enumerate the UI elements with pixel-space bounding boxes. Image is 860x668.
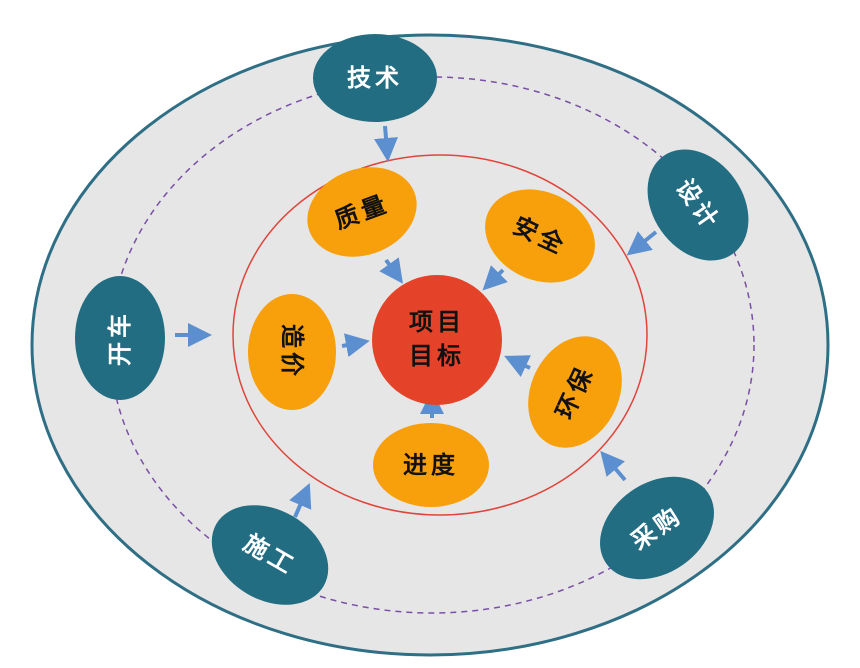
- svg-text:开车: 开车: [106, 310, 134, 366]
- arrow-cost: [341, 333, 370, 358]
- node-cost: 造价: [248, 294, 336, 410]
- arrow-technology: [374, 125, 398, 162]
- svg-text:项目: 项目: [409, 308, 465, 336]
- svg-text:技术: 技术: [347, 64, 403, 92]
- arrow-construction: [289, 482, 312, 518]
- arrows: [175, 125, 658, 518]
- arrow-design: [626, 230, 658, 256]
- inner-red-ring: [232, 154, 648, 516]
- node-procurement: 采购: [600, 476, 714, 580]
- node-design: 设计: [647, 149, 749, 261]
- arrow-procurement: [600, 450, 627, 482]
- node-startup: 开车: [75, 276, 165, 400]
- node-technology: 技术: [313, 34, 437, 122]
- arrow-environment: [504, 355, 531, 377]
- node-schedule: 进度: [373, 423, 489, 507]
- svg-text:造价: 造价: [278, 324, 306, 380]
- center-goal: 项目 目标: [372, 275, 502, 405]
- svg-text:目标: 目标: [409, 342, 465, 370]
- node-environment: 环保: [528, 336, 622, 448]
- node-safety: 安全: [485, 189, 595, 283]
- node-quality: 质量: [307, 167, 417, 257]
- svg-text:进度: 进度: [403, 451, 459, 479]
- node-construction: 施工: [211, 505, 329, 605]
- arrow-safety: [482, 265, 508, 291]
- arrow-quality: [379, 257, 403, 284]
